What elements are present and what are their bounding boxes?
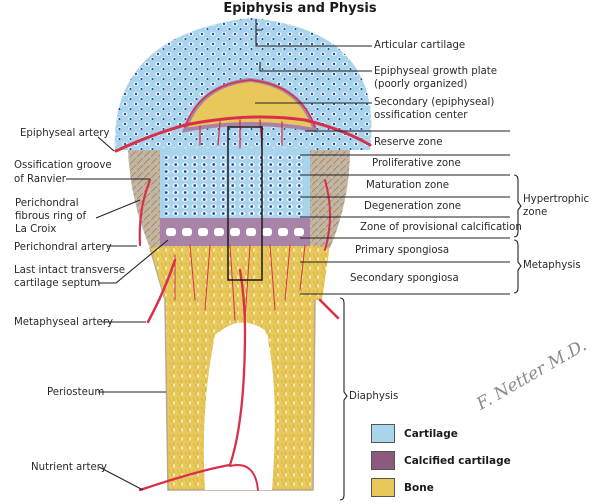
legend-swatch-cartilage (371, 424, 395, 443)
label-hypertrophic-zone: Hypertrophic (523, 194, 590, 205)
label-metaphyseal-artery: Metaphyseal artery (14, 317, 114, 328)
legend-item-bone: Bone (371, 474, 511, 501)
perichondral-artery (138, 178, 152, 247)
label-maturation-zone: Maturation zone (366, 180, 449, 191)
label-perichondral-ring: Perichondral (15, 198, 79, 209)
label-reserve-zone: Reserve zone (374, 137, 443, 148)
label-epiphyseal-growth-plate: Epiphyseal growth plate (374, 66, 498, 77)
label-epiphyseal-artery: Epiphyseal artery (20, 128, 110, 139)
label-proliferative-zone: Proliferative zone (372, 158, 461, 169)
legend: Cartilage Calcified cartilage Bone (371, 420, 511, 501)
leader-lines-left (66, 136, 169, 491)
legend-item-cartilage: Cartilage (371, 420, 511, 447)
label-ossification-groove-2: of Ranvier (14, 174, 66, 185)
label-nutrient-artery: Nutrient artery (31, 462, 107, 473)
label-secondary-center-2: ossification center (374, 110, 468, 121)
label-perichondral-ring-3: La Croix (15, 224, 57, 235)
label-diaphysis: Diaphysis (349, 391, 399, 402)
label-provisional-calcification: Zone of provisional calcification (360, 222, 522, 233)
label-secondary-center: Secondary (epiphyseal) (374, 97, 495, 108)
nutrient-artery (138, 268, 247, 492)
label-perichondral-ring-2: fibrous ring of (15, 211, 87, 222)
label-ossification-groove: Ossification groove (14, 160, 112, 171)
label-articular-cartilage: Articular cartilage (374, 40, 466, 51)
label-epiphyseal-growth-plate-note: (poorly organized) (374, 79, 468, 90)
label-perichondral-artery: Perichondral artery (14, 242, 112, 253)
legend-label: Calcified cartilage (404, 454, 511, 467)
legend-swatch-bone (371, 478, 395, 497)
label-last-intact-septum-2: cartilage septum (14, 278, 101, 289)
label-secondary-spongiosa: Secondary spongiosa (350, 273, 459, 284)
legend-label: Cartilage (404, 427, 458, 440)
label-metaphysis: Metaphysis (523, 260, 581, 271)
perichondral-ring-right (310, 142, 350, 248)
leader-lines-right (255, 19, 522, 501)
legend-label: Bone (404, 481, 434, 494)
epiphyseal-artery (114, 115, 372, 153)
label-last-intact-septum: Last intact transverse (14, 265, 126, 276)
legend-item-calcified-cartilage: Calcified cartilage (371, 447, 511, 474)
label-primary-spongiosa: Primary spongiosa (355, 245, 450, 256)
arteries (114, 79, 372, 492)
diagram-title: Epiphysis and Physis (223, 1, 377, 16)
inset-box (227, 126, 263, 281)
label-hypertrophic-zone-2: zone (523, 207, 548, 218)
label-degeneration-zone: Degeneration zone (364, 201, 462, 212)
metaphyseal-artery (146, 258, 340, 324)
label-periosteum: Periosteum (47, 387, 105, 398)
legend-swatch-calcified-cartilage (371, 451, 395, 470)
